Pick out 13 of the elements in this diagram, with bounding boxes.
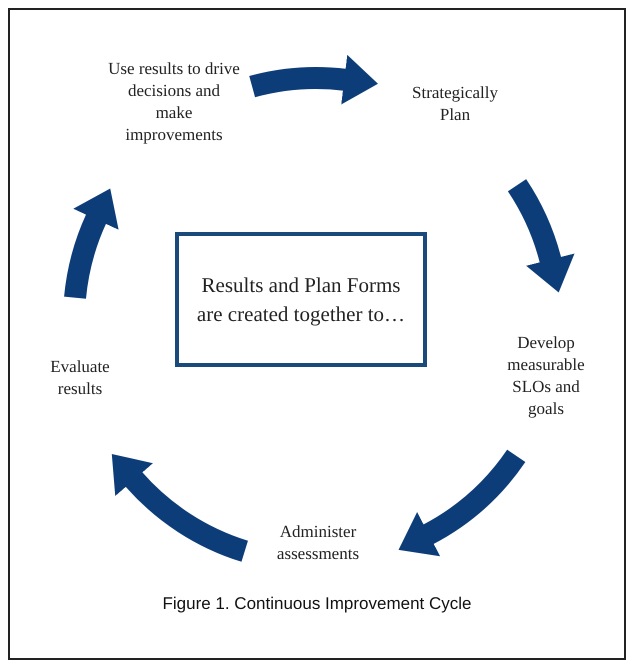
curved-arrow (64, 188, 120, 300)
curved-arrow (508, 180, 574, 292)
step-label: Evaluate results (38, 356, 122, 400)
step-label: Develop measurable SLOs and goals (496, 332, 596, 420)
curved-arrow (250, 54, 378, 105)
step-label: Administer assessments (262, 521, 374, 565)
box-text: Results and Plan Forms are created together to… (196, 272, 406, 328)
figure-caption: Figure 1. Continuous Improvement Cycle (162, 594, 472, 614)
step-label: Use results to drive decisions and make improvements (108, 58, 240, 146)
text-box (175, 232, 427, 367)
curved-arrow (400, 449, 525, 556)
step-label: Strategically Plan (400, 82, 510, 126)
curved-arrow (110, 455, 249, 562)
